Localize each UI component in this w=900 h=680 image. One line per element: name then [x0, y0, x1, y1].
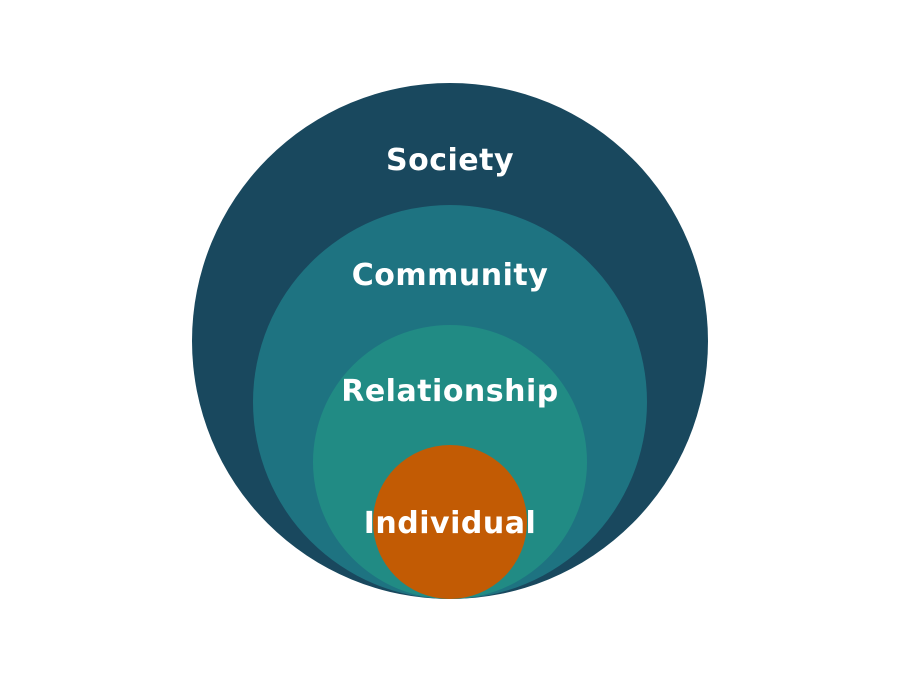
- individual-circle: [373, 445, 527, 599]
- relationship-label: Relationship: [341, 374, 559, 409]
- individual-label: Individual: [363, 506, 537, 541]
- community-label: Community: [351, 258, 549, 293]
- society-label: Society: [385, 143, 515, 178]
